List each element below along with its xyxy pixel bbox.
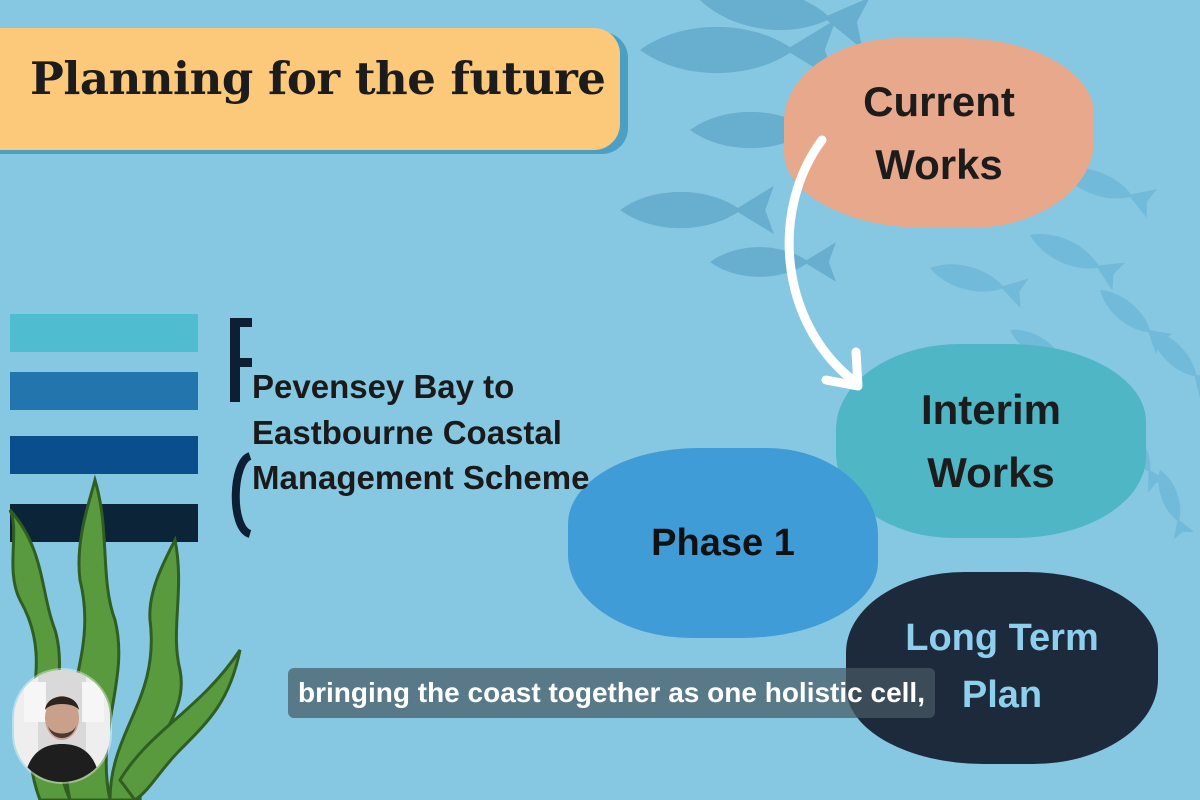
- scheme-name: Pevensey Bay to Eastbourne Coastal Manag…: [252, 364, 632, 501]
- phase1-label: Phase 1: [651, 521, 795, 564]
- logo-stripe: [10, 372, 198, 410]
- logo-stripe: [10, 314, 198, 352]
- scheme-name-line: Eastbourne Coastal: [252, 413, 562, 451]
- logo-letter-fragment-icon: [230, 318, 252, 402]
- fish-icon: [620, 185, 774, 235]
- title-banner: [0, 28, 620, 150]
- fish-icon: [1023, 221, 1126, 291]
- curved-arrow-icon: [784, 135, 863, 391]
- current-works-box: Current Works: [784, 38, 1094, 228]
- scheme-name-line: Management Scheme: [252, 459, 590, 497]
- phase1-box: Phase 1: [568, 448, 878, 638]
- fish-icon: [926, 253, 1029, 309]
- interim-works-box: Interim Works: [836, 344, 1146, 538]
- interim-works-label: Interim Works: [920, 386, 1062, 496]
- page-title: Planning for the future: [30, 52, 606, 105]
- logo-letter-fragment-icon: [231, 452, 252, 538]
- current-works-label: Current Works: [863, 78, 1015, 188]
- long-term-plan-label: Long Term Plan: [905, 617, 1099, 716]
- presenter-avatar: [14, 670, 110, 782]
- subtitle-caption: bringing the coast together as one holis…: [288, 668, 935, 718]
- scheme-name-line: Pevensey Bay to: [252, 368, 515, 405]
- logo-stripe: [10, 436, 198, 474]
- presenter-webcam: [14, 670, 110, 782]
